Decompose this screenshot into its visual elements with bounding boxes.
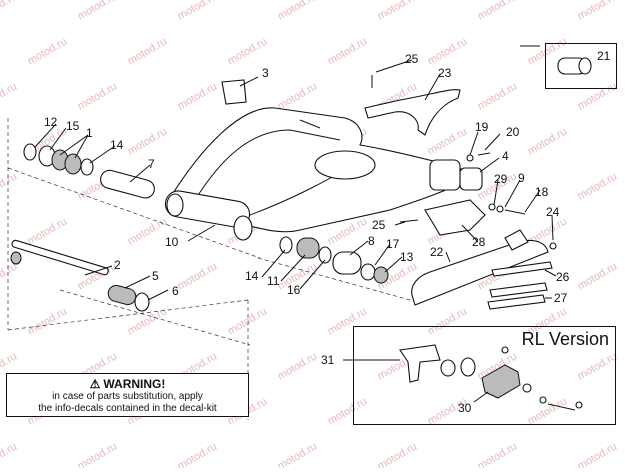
- watermark-text: motod.ru: [476, 0, 520, 23]
- watermark-text: motod.ru: [476, 440, 520, 468]
- watermark-text: motod.ru: [576, 260, 620, 292]
- right-bearings: [279, 236, 389, 284]
- watermark-text: motod.ru: [26, 305, 70, 337]
- leader-lines: [34, 45, 557, 403]
- watermark-text: motod.ru: [0, 170, 19, 202]
- callout-5: 5: [152, 269, 159, 283]
- watermark-text: motod.ru: [226, 35, 270, 67]
- watermark-text: motod.ru: [276, 350, 320, 382]
- callout-19: 19: [475, 120, 489, 134]
- watermark-text: motod.ru: [326, 35, 370, 67]
- watermark-text: motod.ru: [0, 440, 19, 468]
- callout-27: 27: [554, 291, 568, 305]
- callout-3: 3: [262, 66, 269, 80]
- callout-9: 9: [518, 171, 525, 185]
- chain-guard: [364, 89, 461, 136]
- rl-version-title: RL Version: [521, 329, 609, 349]
- watermark-text: motod.ru: [76, 0, 120, 23]
- callout-17: 17: [386, 237, 400, 251]
- cable-bracket: [221, 79, 247, 105]
- callout-25b: 25: [372, 218, 386, 232]
- rl-version-box: RL Version: [353, 326, 616, 425]
- watermark-text: motod.ru: [176, 440, 220, 468]
- callout-26: 26: [556, 270, 570, 284]
- callout-6: 6: [172, 284, 179, 298]
- warning-box: ⚠WARNING! in case of parts substitution,…: [6, 373, 249, 417]
- rear-axle: [10, 239, 109, 276]
- watermark-text: motod.ru: [0, 260, 19, 292]
- watermark-text: motod.ru: [126, 125, 170, 157]
- callout-14b: 14: [245, 269, 259, 283]
- callout-2: 2: [114, 258, 121, 272]
- swing-arm: [164, 107, 471, 241]
- callout-21: 21: [597, 49, 611, 63]
- slider-plate: [424, 199, 486, 236]
- callout-7: 7: [148, 157, 155, 171]
- callout-12: 12: [44, 115, 58, 129]
- callout-13: 13: [400, 250, 414, 264]
- part-21-frame: [545, 43, 617, 89]
- callout-numbers: 12 15 1 14 7 3 25 23 21 19 20 4 29 9 18 …: [44, 49, 611, 415]
- decal: [491, 261, 553, 277]
- watermark-text: motod.ru: [376, 0, 420, 23]
- watermark-text: motod.ru: [376, 440, 420, 468]
- watermark-text: motod.ru: [0, 0, 19, 23]
- watermark-text: motod.ru: [0, 80, 19, 112]
- callout-14a: 14: [110, 138, 124, 152]
- warning-line-1: in case of parts substitution, apply: [52, 391, 203, 402]
- watermark-text: motod.ru: [126, 35, 170, 67]
- watermark-text: motod.ru: [126, 215, 170, 247]
- callout-24: 24: [546, 205, 560, 219]
- watermark-text: motod.ru: [76, 440, 120, 468]
- watermark-text: motod.ru: [576, 170, 620, 202]
- warning-line-2: the info-decals contained in the decal-k…: [38, 403, 217, 414]
- callout-28: 28: [472, 235, 486, 249]
- callout-11: 11: [267, 274, 280, 288]
- watermark-text: motod.ru: [576, 0, 620, 23]
- watermark-text: motod.ru: [276, 0, 320, 23]
- watermark-text: motod.ru: [76, 80, 120, 112]
- watermark-text: motod.ru: [576, 440, 620, 468]
- callout-1: 1: [86, 126, 93, 140]
- callout-15: 15: [66, 119, 80, 133]
- callout-29: 29: [494, 172, 508, 186]
- watermark-text: motod.ru: [276, 80, 320, 112]
- watermark-text: motod.ru: [26, 215, 70, 247]
- axle-nut: [134, 292, 150, 312]
- watermark-text: motod.ru: [176, 260, 220, 292]
- left-bearings: [23, 143, 94, 176]
- callout-18: 18: [535, 185, 549, 199]
- watermark-text: motod.ru: [526, 125, 570, 157]
- callout-4: 4: [502, 149, 509, 163]
- watermark-text: motod.ru: [426, 125, 470, 157]
- callout-23: 23: [438, 66, 452, 80]
- watermark-text: motod.ru: [426, 35, 470, 67]
- rl-version-parts: [399, 344, 583, 411]
- watermark-text: motod.ru: [176, 80, 220, 112]
- callout-10: 10: [165, 235, 179, 249]
- callout-30: 30: [458, 401, 472, 415]
- pivot-cover: [459, 167, 483, 191]
- watermark-text: motod.ru: [26, 35, 70, 67]
- warning-triangle-icon: ⚠: [89, 377, 101, 391]
- watermark-text: motod.ru: [476, 80, 520, 112]
- watermark-text: motod.ru: [126, 305, 170, 337]
- warning-title: WARNING!: [103, 377, 166, 391]
- callout-25a: 25: [405, 52, 419, 66]
- callout-16: 16: [287, 283, 301, 297]
- watermark-text: motod.ru: [176, 0, 220, 23]
- callout-20: 20: [506, 125, 520, 139]
- callout-22: 22: [430, 245, 444, 259]
- watermark-text: motod.ru: [276, 440, 320, 468]
- spacer: [107, 284, 137, 306]
- watermark-text: motod.ru: [226, 305, 270, 337]
- pivot-pin: [100, 169, 155, 199]
- callout-8: 8: [368, 234, 375, 248]
- callout-31: 31: [321, 353, 335, 367]
